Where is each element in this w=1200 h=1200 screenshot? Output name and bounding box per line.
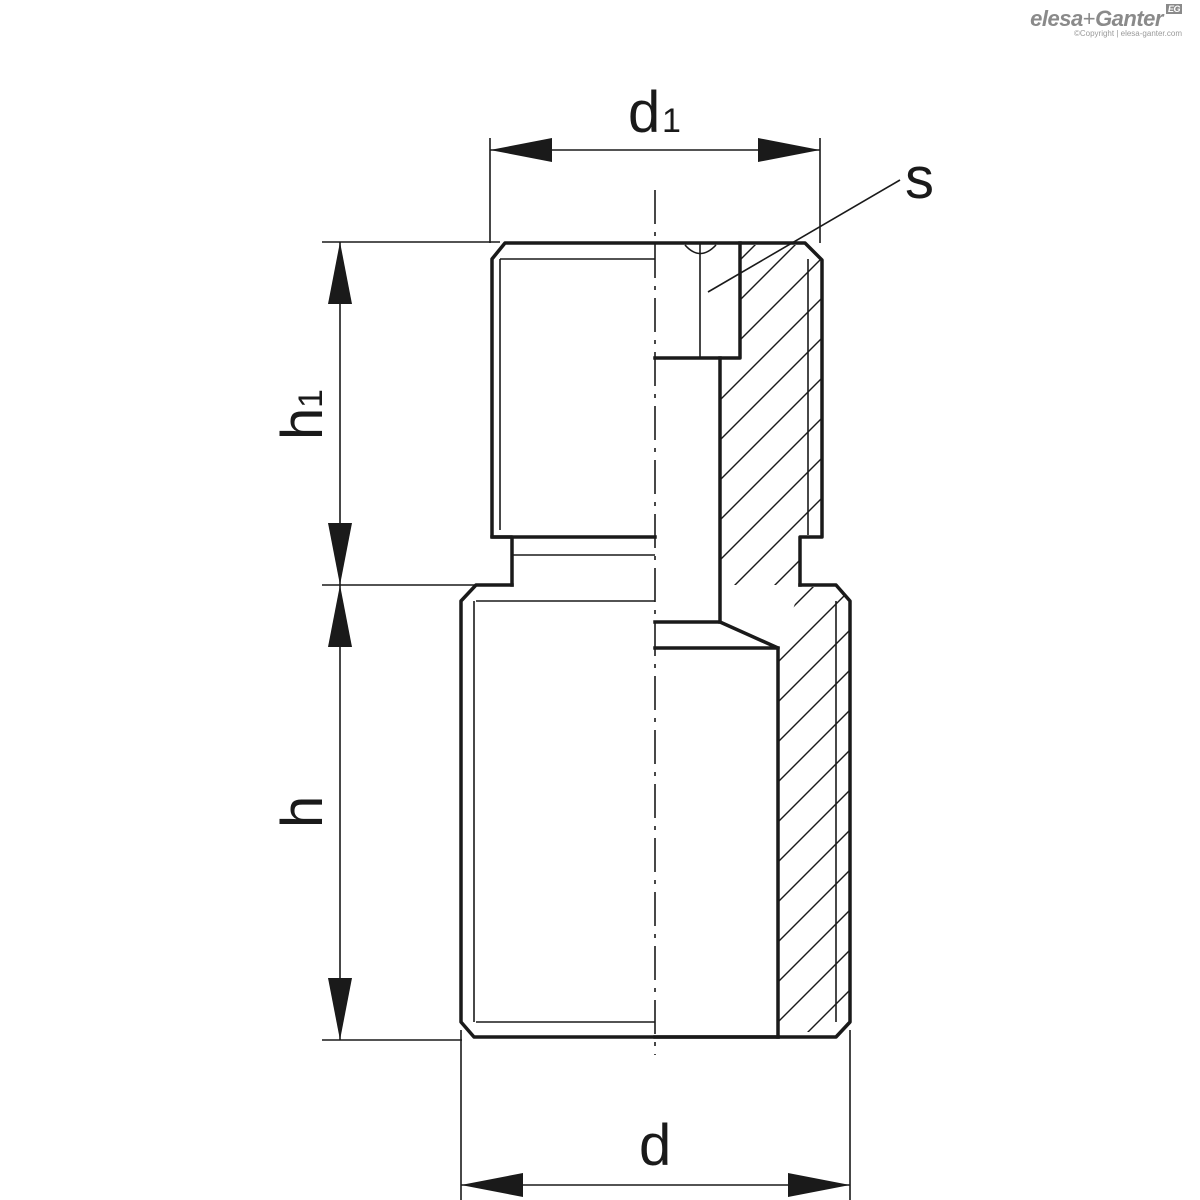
h1-label: h [270, 408, 335, 440]
h-arrow-bottom [328, 978, 352, 1040]
bore-step [653, 620, 780, 650]
d-arrow-right [788, 1173, 850, 1197]
s-label: s [905, 146, 934, 211]
d1-label-subscript: 1 [662, 102, 681, 140]
h-label-group: h [270, 796, 335, 828]
logo-brand-ganter: Ganter [1095, 6, 1163, 31]
upper-hatching [720, 245, 822, 585]
section-view [653, 241, 850, 1039]
d-arrow-left [461, 1173, 523, 1197]
d1-arrow-left [490, 138, 552, 162]
d1-label: d [628, 80, 660, 145]
dimension-d: d [460, 1030, 851, 1200]
s-leader-line [707, 179, 901, 293]
dimension-h: h [270, 585, 462, 1041]
d-label: d [639, 1113, 671, 1178]
h1-arrow-bottom [328, 523, 352, 585]
dimension-d1: d 1 [489, 80, 821, 243]
dimension-h1: h 1 [270, 241, 500, 586]
d1-arrow-right [758, 138, 820, 162]
h-label: h [270, 796, 335, 828]
logo-brand-plus: + [1082, 6, 1096, 31]
upper-thread-body [490, 241, 824, 587]
lower-hatching [778, 587, 850, 1032]
logo-copyright: ©Copyright | elesa-ganter.com [1073, 29, 1182, 38]
upper-outer-contour [490, 241, 824, 587]
logo-brand-elesa: elesa [1030, 6, 1083, 31]
hex-socket-edge [653, 241, 742, 360]
hex-socket-corner [684, 244, 717, 255]
h-arrow-top [328, 585, 352, 647]
h1-label-group: h 1 [270, 389, 335, 440]
h1-arrow-top [328, 242, 352, 304]
logo-badge: EG [1165, 4, 1182, 14]
h1-label-subscript: 1 [292, 389, 330, 408]
callout-s: s [707, 146, 934, 293]
